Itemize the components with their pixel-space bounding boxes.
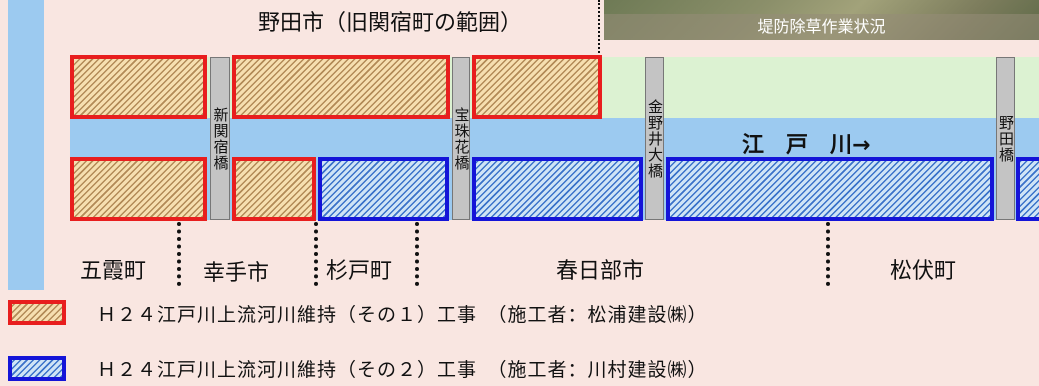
place-label: 松伏町 bbox=[890, 259, 957, 284]
bridge-label: 野田橋 bbox=[997, 114, 1015, 163]
place-label: 五霞町 bbox=[80, 259, 147, 284]
bridge-label: 新関宿橋 bbox=[211, 106, 230, 171]
bridge-kanenoi-ohashi: 金野井大橋 bbox=[645, 57, 664, 220]
noda-city-title: 野田市（旧関宿町の範囲） bbox=[257, 11, 522, 36]
river-label: 江 戸 川→ bbox=[742, 133, 871, 158]
boundary-dotted-line bbox=[826, 222, 830, 286]
place-label: 杉戸町 bbox=[326, 259, 393, 284]
legend-label-section-2: Ｈ２４江戸川上流河川維持（その２）工事 （施工者：川村建設㈱） bbox=[97, 359, 708, 381]
section-2-area bbox=[1016, 157, 1039, 221]
bridge-noda: 野田橋 bbox=[996, 57, 1015, 220]
boundary-dotted-line bbox=[314, 222, 318, 286]
bridge-houshubana: 宝珠花橋 bbox=[452, 57, 471, 220]
edogawa-river bbox=[70, 118, 1039, 163]
legend-swatch-section-1 bbox=[8, 300, 66, 325]
boundary-dotted-line bbox=[598, 0, 600, 57]
section-1-area bbox=[70, 55, 207, 119]
photo-caption: 堤防除草作業状況 bbox=[604, 14, 1039, 40]
bridge-label: 宝珠花橋 bbox=[452, 106, 471, 171]
section-1-area bbox=[232, 157, 316, 221]
legend-swatch-section-2 bbox=[8, 356, 66, 381]
place-label: 春日部市 bbox=[556, 259, 645, 284]
section-2-area bbox=[666, 157, 994, 221]
section-2-area bbox=[472, 157, 643, 221]
section-2-area bbox=[318, 157, 449, 221]
left-river-strip bbox=[8, 0, 44, 290]
bridge-label: 金野井大橋 bbox=[646, 98, 664, 179]
boundary-dotted-line bbox=[415, 222, 419, 286]
place-label: 幸手市 bbox=[203, 261, 270, 286]
bridge-shin-sekiyado: 新関宿橋 bbox=[210, 57, 230, 220]
legend-label-section-1: Ｈ２４江戸川上流河川維持（その１）工事 （施工者：松浦建設㈱） bbox=[97, 304, 708, 326]
section-1-area bbox=[70, 157, 207, 221]
section-1-area bbox=[472, 55, 602, 119]
boundary-dotted-line bbox=[177, 222, 181, 286]
section-1-area bbox=[232, 55, 450, 119]
